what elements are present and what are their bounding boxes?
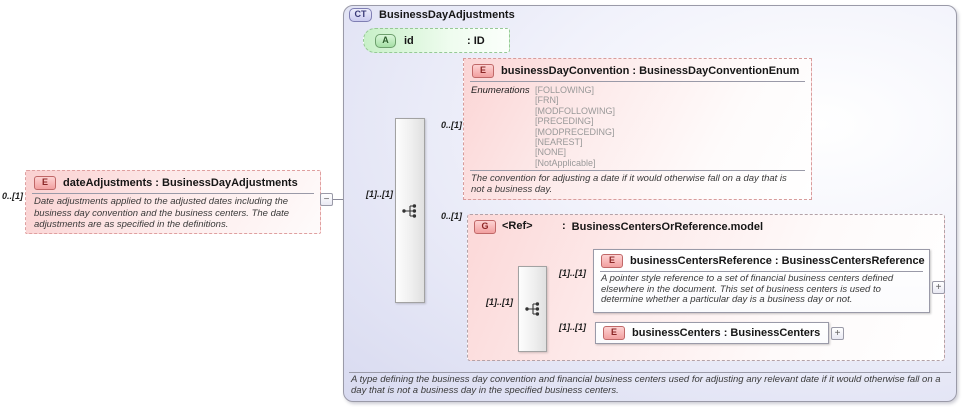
- business-day-convention-box[interactable]: E businessDayConvention : BusinessDayCon…: [463, 58, 812, 200]
- attribute-id-box[interactable]: A id : ID: [363, 28, 510, 53]
- enum-value: [NONE]: [535, 147, 567, 158]
- cardinality-label: [1]..[1]: [366, 189, 393, 199]
- element-badge: E: [603, 326, 625, 340]
- divider: [600, 271, 923, 272]
- divider: [32, 193, 314, 194]
- occurrence-label: 0..[1]: [440, 211, 462, 221]
- complex-type-description: A type defining the business day convent…: [351, 374, 941, 396]
- business-centers-title: businessCenters : BusinessCenters: [632, 327, 821, 339]
- convention-description: The convention for adjusting a date if i…: [471, 173, 787, 196]
- enum-value: [MODFOLLOWING]: [535, 105, 616, 116]
- divider: [470, 170, 805, 172]
- element-badge: E: [34, 176, 56, 190]
- group-name: <Ref>: [502, 220, 533, 232]
- enumerations-section: Enumerations [FOLLOWING][FRN][MODFOLLOWI…: [464, 82, 811, 170]
- group-badge: G: [474, 220, 496, 234]
- complex-type-header: CT BusinessDayAdjustments: [349, 8, 515, 22]
- occurrence-label: 0..[1]: [2, 191, 24, 201]
- sequence-icon: [402, 203, 417, 218]
- element-badge: E: [601, 254, 623, 268]
- enum-value: [MODPRECEDING]: [535, 126, 615, 137]
- reference-description: A pointer style reference to a set of fi…: [601, 273, 894, 306]
- business-centers-reference-box[interactable]: E businessCentersReference : BusinessCen…: [593, 249, 930, 313]
- enum-value: [NotApplicable]: [535, 157, 596, 168]
- cardinality-label: [1]..[1]: [559, 268, 586, 278]
- attribute-badge: A: [375, 33, 396, 48]
- enumeration-values: [FOLLOWING][FRN][MODFOLLOWING][PRECEDING…: [535, 85, 615, 168]
- date-adjustments-header: E dateAdjustments : BusinessDayAdjustmen…: [26, 171, 320, 193]
- sequence-indicator[interactable]: [395, 118, 425, 303]
- cardinality-label: [1]..[1]: [559, 322, 586, 332]
- date-adjustments-box[interactable]: E dateAdjustments : BusinessDayAdjustmen…: [25, 170, 321, 234]
- group-type: BusinessCentersOrReference.model: [571, 221, 764, 233]
- divider: [349, 372, 951, 373]
- attribute-type: : ID: [467, 34, 485, 47]
- enum-value: [NEAREST]: [535, 137, 583, 148]
- group-header: G <Ref> : BusinessCentersOrReference.mod…: [468, 215, 944, 234]
- reference-title: businessCentersReference : BusinessCente…: [630, 255, 925, 267]
- complex-type-badge: CT: [349, 8, 372, 22]
- expand-icon[interactable]: +: [932, 281, 945, 294]
- reference-header: E businessCentersReference : BusinessCen…: [594, 250, 929, 271]
- enumerations-label: Enumerations: [471, 85, 530, 96]
- element-badge: E: [472, 64, 494, 78]
- group-type-colon: :: [562, 220, 566, 232]
- occurrence-label: 0..[1]: [440, 120, 462, 130]
- convention-title: businessDayConvention : BusinessDayConve…: [501, 65, 800, 77]
- collapse-icon[interactable]: −: [320, 193, 333, 206]
- business-centers-box[interactable]: E businessCenters : BusinessCenters: [595, 322, 829, 344]
- divider: [470, 81, 805, 82]
- cardinality-label: [1]..[1]: [486, 297, 513, 307]
- date-adjustments-description: Date adjustments applied to the adjusted…: [34, 196, 290, 230]
- enum-value: [FOLLOWING]: [535, 85, 595, 95]
- sequence-indicator[interactable]: [518, 266, 547, 352]
- sequence-icon: [524, 302, 539, 316]
- attribute-name: id: [404, 34, 414, 47]
- date-adjustments-title: dateAdjustments : BusinessDayAdjustments: [63, 177, 298, 189]
- convention-header: E businessDayConvention : BusinessDayCon…: [464, 59, 811, 81]
- enum-value: [PRECEDING]: [535, 116, 594, 127]
- expand-icon[interactable]: +: [831, 327, 844, 340]
- complex-type-title: BusinessDayAdjustments: [379, 9, 515, 21]
- enum-value: [FRN]: [535, 95, 559, 106]
